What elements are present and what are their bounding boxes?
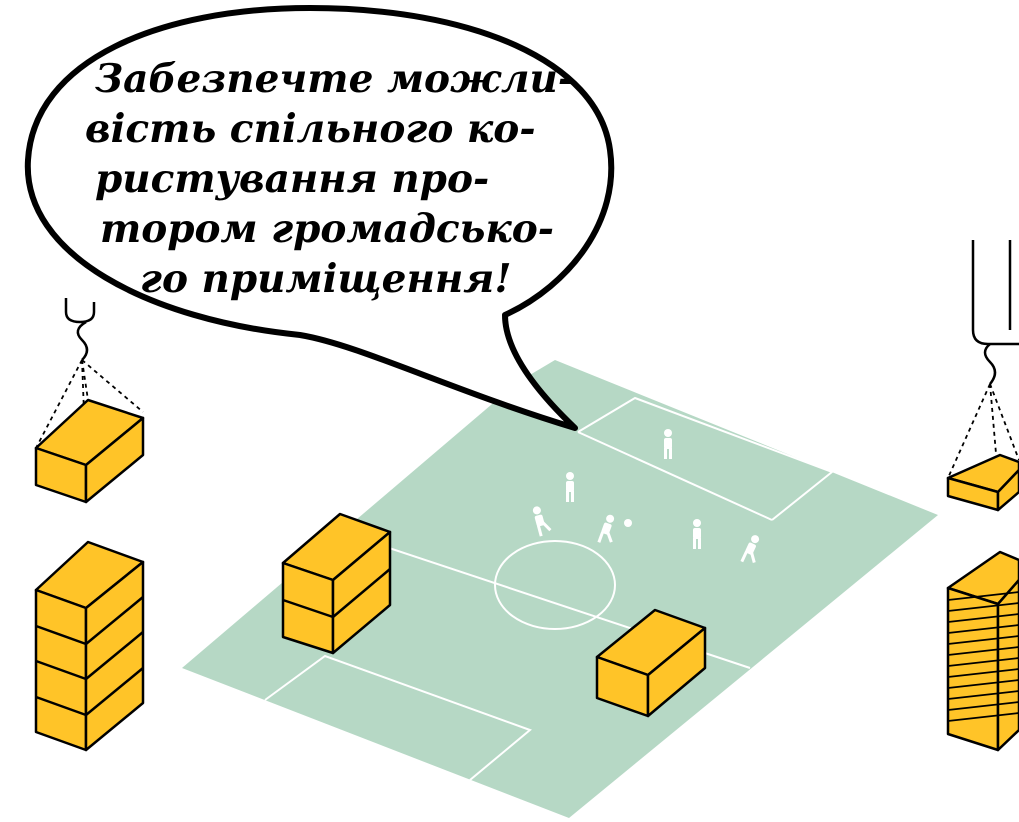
- player-icon: [740, 535, 760, 563]
- ball-icon: [624, 519, 632, 527]
- player-icon: [597, 514, 615, 543]
- crane-arm: [971, 240, 1019, 346]
- crane-hook-icon: [983, 343, 997, 385]
- speech-line-1: Забезпечте можли-: [95, 56, 574, 102]
- speech-bubble-text: Забезпечте можли- вість спільного ко- ри…: [85, 56, 574, 302]
- crane-hook-icon: [64, 298, 96, 361]
- penalty-area-bottom: [264, 654, 532, 781]
- players: [532, 429, 760, 563]
- center-circle: [494, 540, 616, 630]
- box-stack-on-field: [281, 512, 392, 655]
- speech-line-2: вість спільного ко-: [85, 106, 536, 152]
- penalty-area-top: [577, 396, 834, 521]
- left-box-stack: [34, 540, 145, 752]
- box-on-field: [595, 608, 707, 718]
- speech-bubble: Забезпечте можли- вість спільного ко- ри…: [24, 5, 615, 431]
- player-icon: [532, 506, 552, 537]
- speech-line-3: ристування про-: [95, 156, 489, 202]
- speech-line-4: тором громадсько-: [100, 206, 554, 252]
- hanging-box: [946, 453, 1019, 512]
- right-box-stack: [946, 550, 1019, 752]
- left-crane: [34, 298, 145, 504]
- speech-line-5: го приміщення!: [140, 256, 511, 302]
- speech-bubble-shape: [24, 5, 615, 431]
- field-surface: [182, 360, 938, 818]
- hanging-box: [34, 398, 145, 504]
- player-icon: [566, 472, 574, 502]
- player-icon: [664, 429, 672, 459]
- player-icon: [693, 519, 701, 549]
- right-crane: [946, 240, 1019, 512]
